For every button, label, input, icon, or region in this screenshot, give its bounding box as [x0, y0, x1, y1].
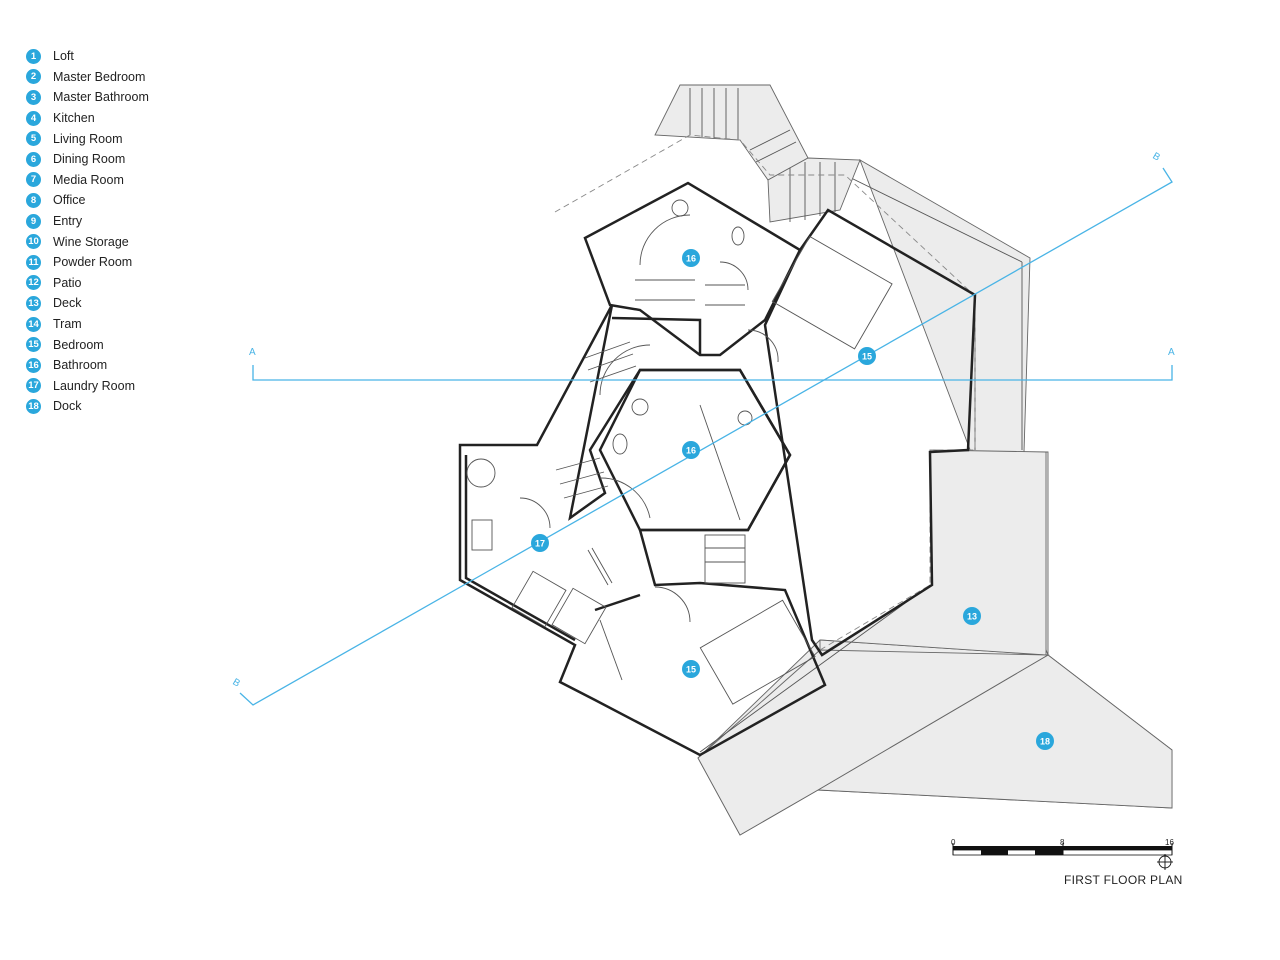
- legend-number: 18: [26, 398, 41, 414]
- legend-label: Wine Storage: [53, 234, 129, 249]
- legend-label: Master Bathroom: [53, 90, 149, 105]
- legend-number: 6: [26, 151, 41, 167]
- legend-item: 16 Bathroom: [26, 355, 149, 376]
- legend-item: 11 Powder Room: [26, 252, 149, 273]
- legend-item: 4 Kitchen: [26, 108, 149, 129]
- legend-label: Tram: [53, 317, 82, 332]
- plan-title: FIRST FLOOR PLAN: [1064, 873, 1183, 887]
- legend-number: 5: [26, 131, 41, 147]
- legend-number: 16: [26, 357, 41, 373]
- legend-label: Patio: [53, 275, 82, 290]
- legend-item: 7 Media Room: [26, 170, 149, 191]
- legend-number: 8: [26, 192, 41, 208]
- legend-label: Bedroom: [53, 337, 104, 352]
- section-a-right-label: A: [1168, 347, 1175, 358]
- legend-label: Entry: [53, 214, 83, 229]
- legend-item: 15 Bedroom: [26, 334, 149, 355]
- legend-item: 9 Entry: [26, 211, 149, 232]
- svg-text:15: 15: [862, 352, 872, 362]
- legend-label: Dock: [53, 399, 82, 414]
- section-b-bottom-label: B: [231, 677, 243, 690]
- section-a-line: [252, 365, 1173, 381]
- legend-label: Loft: [53, 49, 74, 64]
- section-lines: A A B B: [231, 151, 1175, 706]
- svg-text:18: 18: [1040, 737, 1050, 747]
- legend-item: 5 Living Room: [26, 128, 149, 149]
- legend-label: Kitchen: [53, 111, 95, 126]
- scale-start-label: 0: [951, 838, 956, 847]
- legend-number: 15: [26, 337, 41, 353]
- svg-text:17: 17: [535, 539, 545, 549]
- legend-number: 7: [26, 172, 41, 188]
- legend-number: 3: [26, 89, 41, 105]
- legend-label: Bathroom: [53, 358, 108, 373]
- legend-label: Master Bedroom: [53, 69, 146, 84]
- legend-label: Deck: [53, 296, 82, 311]
- legend-label: Dining Room: [53, 152, 126, 167]
- scale-mid-label: 8: [1060, 838, 1065, 847]
- legend-item: 12 Patio: [26, 273, 149, 294]
- section-a-left-label: A: [249, 347, 256, 358]
- room-tag: 13: [963, 607, 981, 625]
- legend-number: 17: [26, 378, 41, 394]
- scale-end-label: 16: [1165, 838, 1174, 847]
- legend-item: 1 Loft: [26, 46, 149, 67]
- legend-number: 9: [26, 213, 41, 229]
- svg-text:15: 15: [686, 665, 696, 675]
- legend-item: 2 Master Bedroom: [26, 67, 149, 88]
- legend-number: 2: [26, 69, 41, 85]
- legend-item: 10 Wine Storage: [26, 231, 149, 252]
- legend-number: 13: [26, 295, 41, 311]
- room-tag: 18: [1036, 732, 1054, 750]
- legend-label: Powder Room: [53, 255, 133, 270]
- room-tag: 17: [531, 534, 549, 552]
- legend-item: 6 Dining Room: [26, 149, 149, 170]
- legend-item: 18 Dock: [26, 396, 149, 417]
- room-tag: 16: [682, 441, 700, 459]
- scale-bar: 0 8 16: [951, 838, 1174, 870]
- legend-label: Laundry Room: [53, 378, 135, 393]
- legend-number: 10: [26, 234, 41, 250]
- legend-label: Office: [53, 193, 86, 208]
- legend-item: 13 Deck: [26, 293, 149, 314]
- section-b-line: [239, 167, 1173, 706]
- legend-item: 14 Tram: [26, 314, 149, 335]
- legend-item: 3 Master Bathroom: [26, 87, 149, 108]
- room-tag: 15: [858, 347, 876, 365]
- exterior-stair: [654, 84, 861, 223]
- legend-item: 17 Laundry Room: [26, 376, 149, 397]
- svg-text:13: 13: [967, 612, 977, 622]
- legend-label: Living Room: [53, 131, 123, 146]
- deck-area: [697, 158, 1173, 836]
- legend-number: 12: [26, 275, 41, 291]
- legend-number: 14: [26, 316, 41, 332]
- legend-number: 11: [26, 254, 41, 270]
- room-tag: 15: [682, 660, 700, 678]
- svg-text:16: 16: [686, 254, 696, 264]
- legend-label: Media Room: [53, 172, 124, 187]
- north-arrow-icon: [1157, 854, 1173, 870]
- walls: [458, 181, 977, 757]
- svg-text:16: 16: [686, 446, 696, 456]
- room-legend: 1 Loft 2 Master Bedroom 3 Master Bathroom 4 Kit…: [26, 46, 149, 417]
- legend-item: 8 Office: [26, 190, 149, 211]
- legend-number: 1: [26, 48, 41, 64]
- section-b-top-label: B: [1151, 151, 1163, 164]
- interior-details: [466, 199, 893, 705]
- legend-number: 4: [26, 110, 41, 126]
- room-tag: 16: [682, 249, 700, 267]
